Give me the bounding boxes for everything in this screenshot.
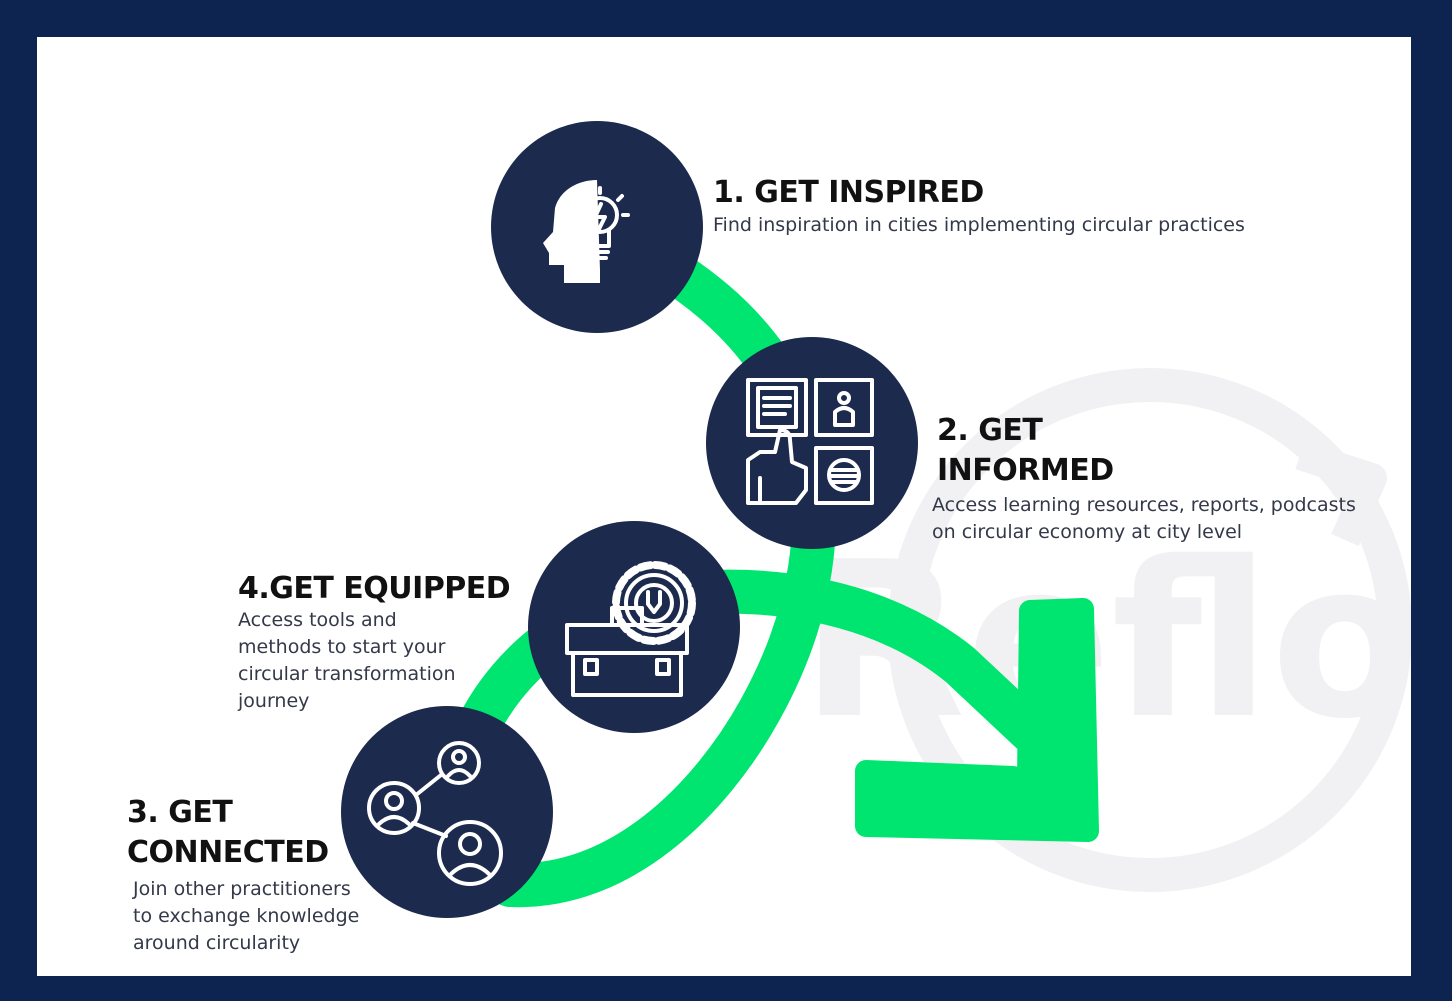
network-people-icon [367, 741, 503, 886]
step-3-title-line-2: CONNECTED [127, 835, 329, 870]
step-3-description-line-2: to exchange knowledge [133, 905, 360, 927]
step-2-title-line-2: INFORMED [937, 453, 1114, 488]
watermark: Reflow [800, 368, 1411, 892]
step-4-description-line-3: circular transformation [238, 663, 456, 685]
lightbulb-head-icon [543, 180, 630, 283]
step-2-description-line-2: on circular economy at city level [932, 521, 1243, 543]
step-2-circle [706, 337, 918, 549]
step-4-title: 4.GET EQUIPPED [238, 571, 511, 606]
step-2-description-line-1: Access learning resources, reports, podc… [932, 494, 1356, 516]
step-1-title: 1. GET INSPIRED [713, 175, 984, 210]
step-3-description-line-3: around circularity [133, 932, 301, 954]
toolbox-gear-icon [565, 561, 696, 697]
step-3-description-line-1: Join other practitioners [133, 878, 351, 900]
roadmap-graphic: Reflow [341, 121, 1411, 918]
step-4-description-line-2: methods to start your [238, 636, 446, 658]
journey-arrowhead [855, 598, 1099, 842]
step-4-description-line-1: Access tools and [238, 609, 397, 631]
step-2-title-line-1: 2. GET [937, 413, 1043, 448]
step-4-description-line-4: journey [238, 690, 310, 712]
step-1-description: Find inspiration in cities implementing … [713, 214, 1245, 236]
step-3-circle [341, 706, 553, 918]
step-3-title-line-1: 3. GET [127, 795, 233, 830]
learning-resources-icon [746, 378, 874, 505]
infographic-canvas: Reflow [37, 37, 1411, 976]
